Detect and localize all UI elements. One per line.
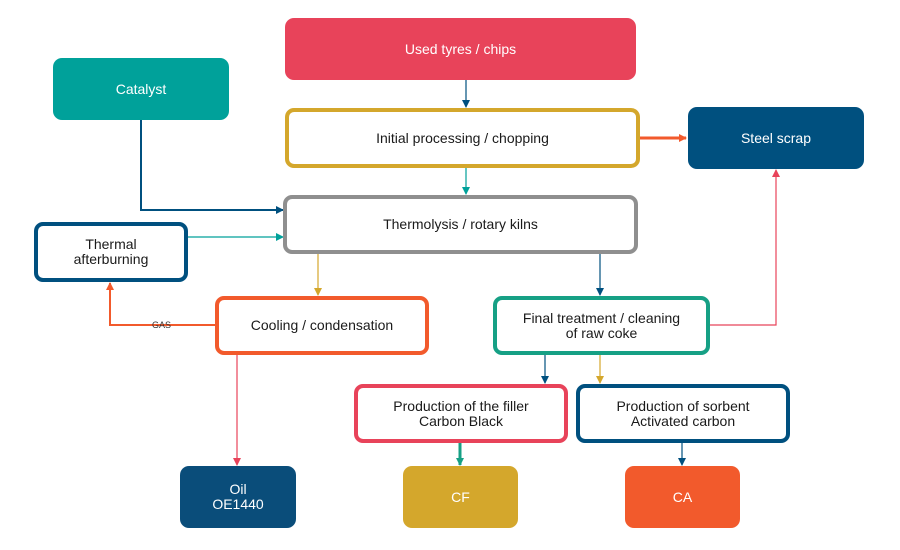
node-catalyst-label: Catalyst — [115, 80, 167, 97]
arrow-catalyst-to-thermolysis — [140, 120, 284, 214]
node-carbon-black: Production of the filler Carbon Black — [354, 384, 568, 443]
node-cf-label: CF — [451, 488, 470, 505]
node-used-tyres: Used tyres / chips — [285, 18, 636, 80]
node-catalyst: Catalyst — [53, 58, 229, 120]
node-cooling-label: Cooling / condensation — [250, 317, 394, 333]
node-initial-processing-label: Initial processing / chopping — [376, 129, 549, 146]
node-initial-processing: Initial processing / chopping — [285, 108, 640, 168]
node-ca: CA — [625, 466, 740, 528]
node-thermolysis: Thermolysis / rotary kilns — [283, 195, 638, 254]
node-cf: CF — [403, 466, 518, 528]
arrow-final-to-steel — [710, 169, 780, 326]
node-thermal-afterburning: Thermal afterburning — [34, 222, 188, 282]
node-final-treatment: Final treatment / cleaning of raw coke — [493, 296, 710, 355]
node-sorbent-label: Production of sorbent Activated carbon — [616, 397, 750, 429]
node-carbon-black-label: Production of the filler Carbon Black — [393, 397, 529, 429]
gas-label: GAS — [152, 320, 172, 330]
node-steel-scrap-label: Steel scrap — [740, 129, 812, 146]
node-final-treatment-label: Final treatment / cleaning of raw coke — [522, 309, 681, 341]
arrow-cooling-to-afterburning-gas — [106, 282, 215, 326]
node-used-tyres-label: Used tyres / chips — [404, 40, 517, 57]
node-steel-scrap: Steel scrap — [688, 107, 864, 169]
node-thermal-afterburning-label: Thermal afterburning — [73, 236, 149, 267]
node-ca-label: CA — [672, 488, 693, 505]
node-oil: Oil OE1440 — [180, 466, 296, 528]
node-oil-label: Oil OE1440 — [212, 481, 264, 512]
node-thermolysis-label: Thermolysis / rotary kilns — [383, 216, 538, 232]
node-sorbent: Production of sorbent Activated carbon — [576, 384, 790, 443]
node-cooling: Cooling / condensation — [215, 296, 429, 355]
